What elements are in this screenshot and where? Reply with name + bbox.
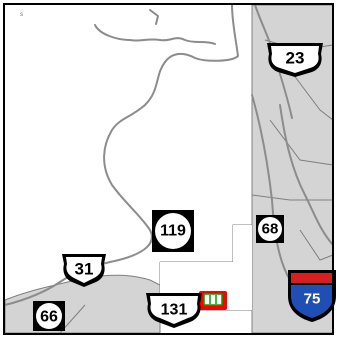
map-frame [3,3,334,335]
highlighted-county [160,225,252,310]
state-route-66-shield[interactable]: 66 [33,301,65,331]
us-route-23-label: 23 [286,49,305,68]
highlighted-location-marker-icon[interactable] [199,291,227,310]
us-route-31-shield[interactable]: 31 [62,254,106,287]
interstate-75-label: 75 [304,291,321,308]
us-route-131-label: 131 [161,302,188,319]
us-route-31-label: 31 [75,260,94,279]
road-southwest [4,281,61,306]
us-route-131-shield[interactable]: 131 [146,293,202,328]
road-east-b [279,104,334,246]
road-east-c [251,94,291,281]
road-upper-branch [94,24,216,45]
interstate-75-shield[interactable]: 75 [288,270,336,322]
us-route-23-shield[interactable]: 23 [267,43,323,77]
road-main-loop [59,4,239,283]
state-route-119-shield[interactable]: 119 [152,210,194,252]
state-route-68-shield[interactable]: 68 [256,215,284,243]
corner-mark: s [20,12,23,18]
road-network [4,4,334,306]
road-tick [149,9,159,25]
state-route-119-label: 119 [160,223,186,240]
state-route-68-label: 68 [262,221,279,238]
state-route-66-label: 66 [40,309,58,326]
